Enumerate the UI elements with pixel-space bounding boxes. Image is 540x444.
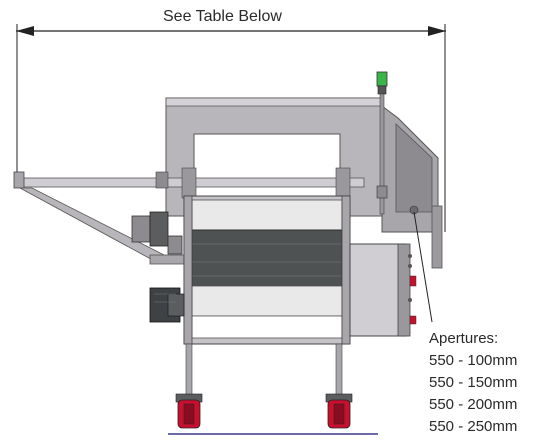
electrical-cabinet (349, 243, 417, 337)
apertures-title: Apertures: (429, 330, 499, 347)
castor-right (325, 393, 353, 429)
aperture-item: 550 - 250mm (429, 418, 518, 435)
conveyor-frame (183, 195, 351, 345)
control-panel-side (381, 105, 443, 269)
dimension-label: See Table Below (163, 8, 282, 25)
metal-detector-hood (165, 97, 383, 217)
beacon-light (376, 71, 388, 215)
legs (185, 343, 343, 397)
dimension-arrow (16, 24, 446, 232)
drive-motor (149, 287, 185, 323)
aperture-item: 550 - 100mm (429, 352, 518, 369)
leader-line (413, 211, 433, 323)
aperture-item: 550 - 200mm (429, 396, 518, 413)
reject-arm (13, 167, 365, 265)
pneumatic-fittings (131, 211, 183, 255)
aperture-item: 550 - 150mm (429, 374, 518, 391)
castor-left (175, 393, 203, 429)
